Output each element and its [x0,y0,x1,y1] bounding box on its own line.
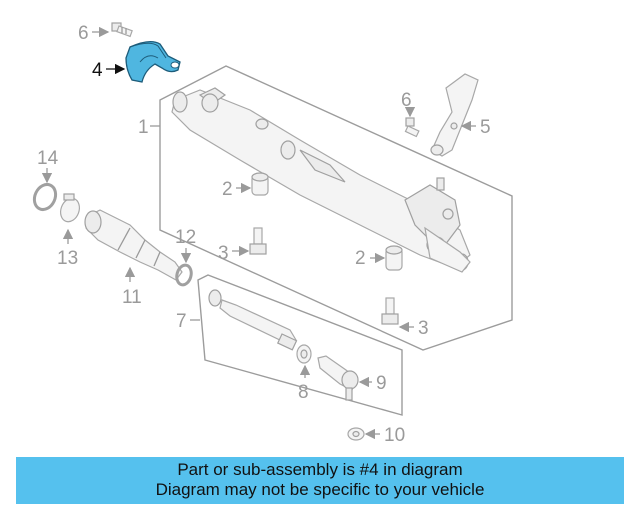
callout-4: 4 [92,60,103,81]
callout-3-left: 3 [218,243,229,264]
part-5-bracket[interactable] [430,73,479,157]
callout-12: 12 [175,227,196,248]
callout-14: 14 [37,148,59,169]
banner-line-1: Part or sub-assembly is #4 in diagram [177,460,463,479]
part-14-ring[interactable] [30,181,59,213]
callout-8: 8 [298,382,309,403]
part-8-nut[interactable] [296,344,312,364]
part-13-clamp[interactable] [57,193,82,224]
callout-9: 9 [376,373,387,394]
callout-7: 7 [176,311,187,332]
callout-11: 11 [122,287,142,308]
callout-2-right: 2 [355,248,366,269]
parts-diagram: 6 4 1 6 5 [30,22,513,446]
bolt-6-right[interactable] [404,117,420,138]
callout-6-top: 6 [78,23,89,44]
part-7-tie-rod[interactable] [208,289,298,351]
bolt-6-top[interactable] [111,22,133,38]
frame-part-7 [197,274,403,416]
part-4-bracket-highlighted[interactable] [125,40,181,83]
part-10-nut[interactable] [347,427,365,441]
frame-part-1 [159,65,513,351]
callout-1: 1 [138,117,149,138]
part-9-tie-rod-end[interactable] [317,355,359,401]
part-3-bolt-left[interactable] [249,227,267,255]
callout-6-right: 6 [401,90,412,111]
banner-line-2: Diagram may not be specific to your vehi… [155,480,485,499]
callout-5: 5 [480,117,491,138]
part-11-boot[interactable] [84,209,183,281]
callout-3-right: 3 [418,318,429,339]
part-12-clamp[interactable] [175,263,194,287]
steering-rack-housing[interactable] [171,87,471,273]
info-banner: Part or sub-assembly is #4 in diagram Di… [16,457,624,504]
callout-13: 13 [57,248,78,269]
callout-10: 10 [384,425,405,446]
part-2-bushing-left[interactable] [251,172,269,196]
part-3-bolt-right[interactable] [381,297,399,325]
callout-2-left: 2 [222,179,233,200]
part-2-bushing-right[interactable] [385,245,403,271]
